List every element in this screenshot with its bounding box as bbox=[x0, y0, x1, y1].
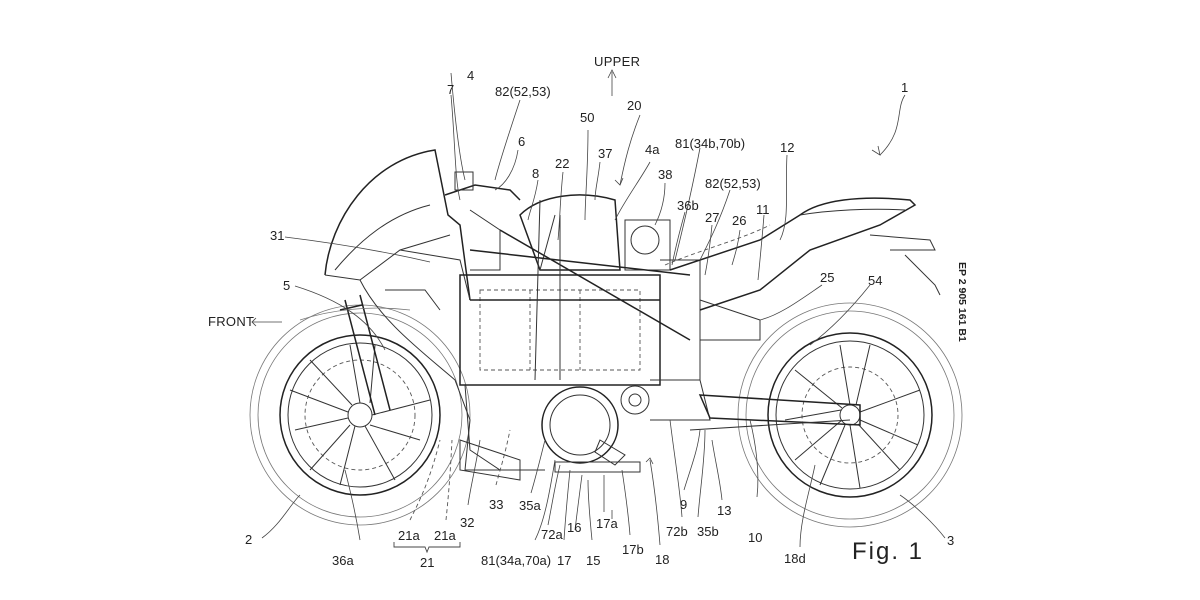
ref-label: 25 bbox=[820, 270, 835, 285]
ref-label: 2 bbox=[245, 532, 253, 547]
ref-label: 12 bbox=[780, 140, 795, 155]
ref-label: 9 bbox=[680, 497, 688, 512]
ref-label: 3 bbox=[947, 533, 955, 548]
ref-label: 36a bbox=[332, 553, 354, 568]
ref-label: 17a bbox=[596, 516, 618, 531]
ref-label: 6 bbox=[518, 134, 526, 149]
publication-number: EP 2 905 161 B1 bbox=[956, 262, 968, 342]
leader-lines bbox=[251, 69, 946, 548]
brace bbox=[393, 542, 461, 554]
ref-label: 16 bbox=[567, 520, 582, 535]
ref-label: 81(34a,70a) bbox=[481, 553, 552, 568]
ref-label: 10 bbox=[748, 530, 763, 545]
motor bbox=[541, 379, 711, 473]
frame bbox=[469, 199, 701, 381]
ref-label: 18 bbox=[655, 552, 670, 567]
ref-label: 82(52,53) bbox=[705, 176, 761, 191]
ref-label: 4a bbox=[645, 142, 660, 157]
rear-wheel bbox=[737, 302, 963, 528]
ref-label: 17b bbox=[622, 542, 644, 557]
tank-seat bbox=[519, 194, 621, 271]
ref-label: 21 bbox=[420, 555, 435, 570]
ref-label: 21a bbox=[398, 528, 420, 543]
ref-label: 31 bbox=[270, 228, 285, 243]
ref-label: 13 bbox=[717, 503, 732, 518]
front-wheel bbox=[249, 304, 471, 526]
ref-label: 15 bbox=[586, 553, 601, 568]
ref-label: 7 bbox=[447, 82, 455, 97]
front-direction-label: FRONT bbox=[208, 314, 255, 329]
ref-label: 36b bbox=[677, 198, 699, 213]
ref-label: 1 bbox=[901, 80, 909, 95]
ref-label: 26 bbox=[732, 213, 747, 228]
battery-case bbox=[459, 219, 671, 471]
ref-label: 35a bbox=[519, 498, 541, 513]
ref-label: 27 bbox=[705, 210, 720, 225]
ref-label: 21a bbox=[434, 528, 456, 543]
ref-label: 18d bbox=[784, 551, 806, 566]
ref-label: 11 bbox=[756, 202, 770, 217]
ref-label: 37 bbox=[598, 146, 613, 161]
ref-label: 8 bbox=[532, 166, 540, 181]
handlebar bbox=[444, 171, 521, 271]
ref-label: 82(52,53) bbox=[495, 84, 551, 99]
figure-title: Fig. 1 bbox=[852, 538, 925, 565]
ref-label: 32 bbox=[460, 515, 475, 530]
ref-label: 17 bbox=[557, 553, 572, 568]
tail-section bbox=[664, 197, 941, 341]
ref-label: 35b bbox=[697, 524, 719, 539]
ref-label: 54 bbox=[868, 273, 883, 288]
ref-label: 33 bbox=[489, 497, 504, 512]
ref-label: 20 bbox=[627, 98, 642, 113]
ref-label: 81(34b,70b) bbox=[675, 136, 746, 151]
swing-arm bbox=[698, 394, 861, 426]
ref-label: 72b bbox=[666, 524, 688, 539]
front-fork bbox=[339, 294, 391, 416]
ref-label: 38 bbox=[658, 167, 673, 182]
front-fairing bbox=[299, 149, 521, 481]
ref-label: 72a bbox=[541, 527, 563, 542]
ref-label: 5 bbox=[283, 278, 291, 293]
ref-label: 22 bbox=[555, 156, 570, 171]
ref-label: 50 bbox=[580, 110, 595, 125]
upper-direction-label: UPPER bbox=[594, 54, 641, 69]
ref-label: 4 bbox=[467, 68, 475, 83]
